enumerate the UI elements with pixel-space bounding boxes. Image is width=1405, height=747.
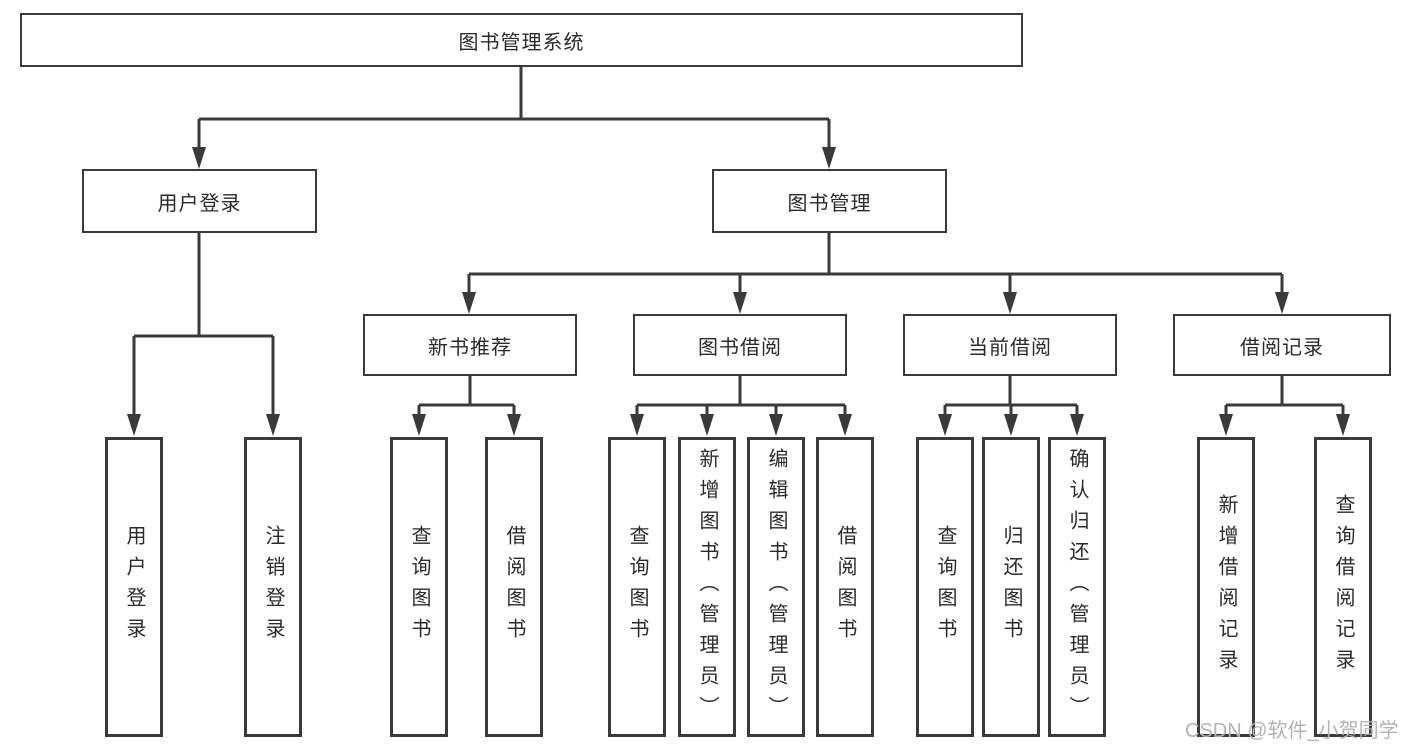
node-book-management-label: 图书管理: [787, 192, 872, 215]
node-new-book-recommendation: 新书推荐: [363, 314, 577, 376]
leaf-logout-label: 注销登录: [262, 525, 284, 649]
node-book-borrowing-label: 图书借阅: [698, 336, 782, 359]
node-current-borrowing: 当前借阅: [903, 314, 1117, 376]
watermark: CSDN @软件_小贺同学: [1185, 720, 1399, 742]
leaf-recommend-borrow-books: 借阅图书: [485, 437, 543, 737]
node-user-login-label: 用户登录: [157, 192, 242, 215]
node-book-management: 图书管理: [712, 169, 947, 233]
leaf-borrowing-query-books-label: 查询图书: [626, 525, 648, 649]
leaf-add-borrow-record: 新增借阅记录: [1197, 437, 1255, 737]
leaf-current-query-books: 查询图书: [916, 437, 974, 737]
node-library-management-system-label: 图书管理系统: [458, 31, 585, 54]
leaf-return-books: 归还图书: [982, 437, 1040, 737]
leaf-add-books-admin-label: 新增图书（管理员）: [696, 447, 718, 727]
leaf-confirm-return-admin: 确认归还（管理员）: [1048, 437, 1106, 737]
leaf-recommend-query-books-label: 查询图书: [408, 525, 430, 649]
node-borrowing-records-label: 借阅记录: [1240, 336, 1324, 359]
leaf-confirm-return-admin-label: 确认归还（管理员）: [1066, 447, 1088, 727]
leaf-user-login: 用户登录: [105, 437, 163, 737]
leaf-borrowing-borrow-books-label: 借阅图书: [834, 525, 856, 649]
leaf-query-borrow-record-label: 查询借阅记录: [1332, 494, 1354, 680]
leaf-borrowing-query-books: 查询图书: [608, 437, 666, 737]
node-book-borrowing: 图书借阅: [633, 314, 847, 376]
leaf-user-login-label: 用户登录: [123, 525, 145, 649]
leaf-edit-books-admin-label: 编辑图书（管理员）: [765, 447, 787, 727]
leaf-borrowing-borrow-books: 借阅图书: [816, 437, 874, 737]
node-current-borrowing-label: 当前借阅: [968, 336, 1052, 359]
node-library-management-system: 图书管理系统: [20, 13, 1023, 67]
leaf-add-books-admin: 新增图书（管理员）: [678, 437, 736, 737]
leaf-edit-books-admin: 编辑图书（管理员）: [747, 437, 805, 737]
leaf-query-borrow-record: 查询借阅记录: [1314, 437, 1372, 737]
leaf-recommend-borrow-books-label: 借阅图书: [503, 525, 525, 649]
node-borrowing-records: 借阅记录: [1173, 314, 1391, 376]
node-user-login: 用户登录: [82, 169, 317, 233]
leaf-current-query-books-label: 查询图书: [934, 525, 956, 649]
leaf-add-borrow-record-label: 新增借阅记录: [1215, 494, 1237, 680]
leaf-logout: 注销登录: [244, 437, 302, 737]
node-new-book-recommendation-label: 新书推荐: [428, 336, 512, 359]
leaf-recommend-query-books: 查询图书: [390, 437, 448, 737]
leaf-return-books-label: 归还图书: [1000, 525, 1022, 649]
